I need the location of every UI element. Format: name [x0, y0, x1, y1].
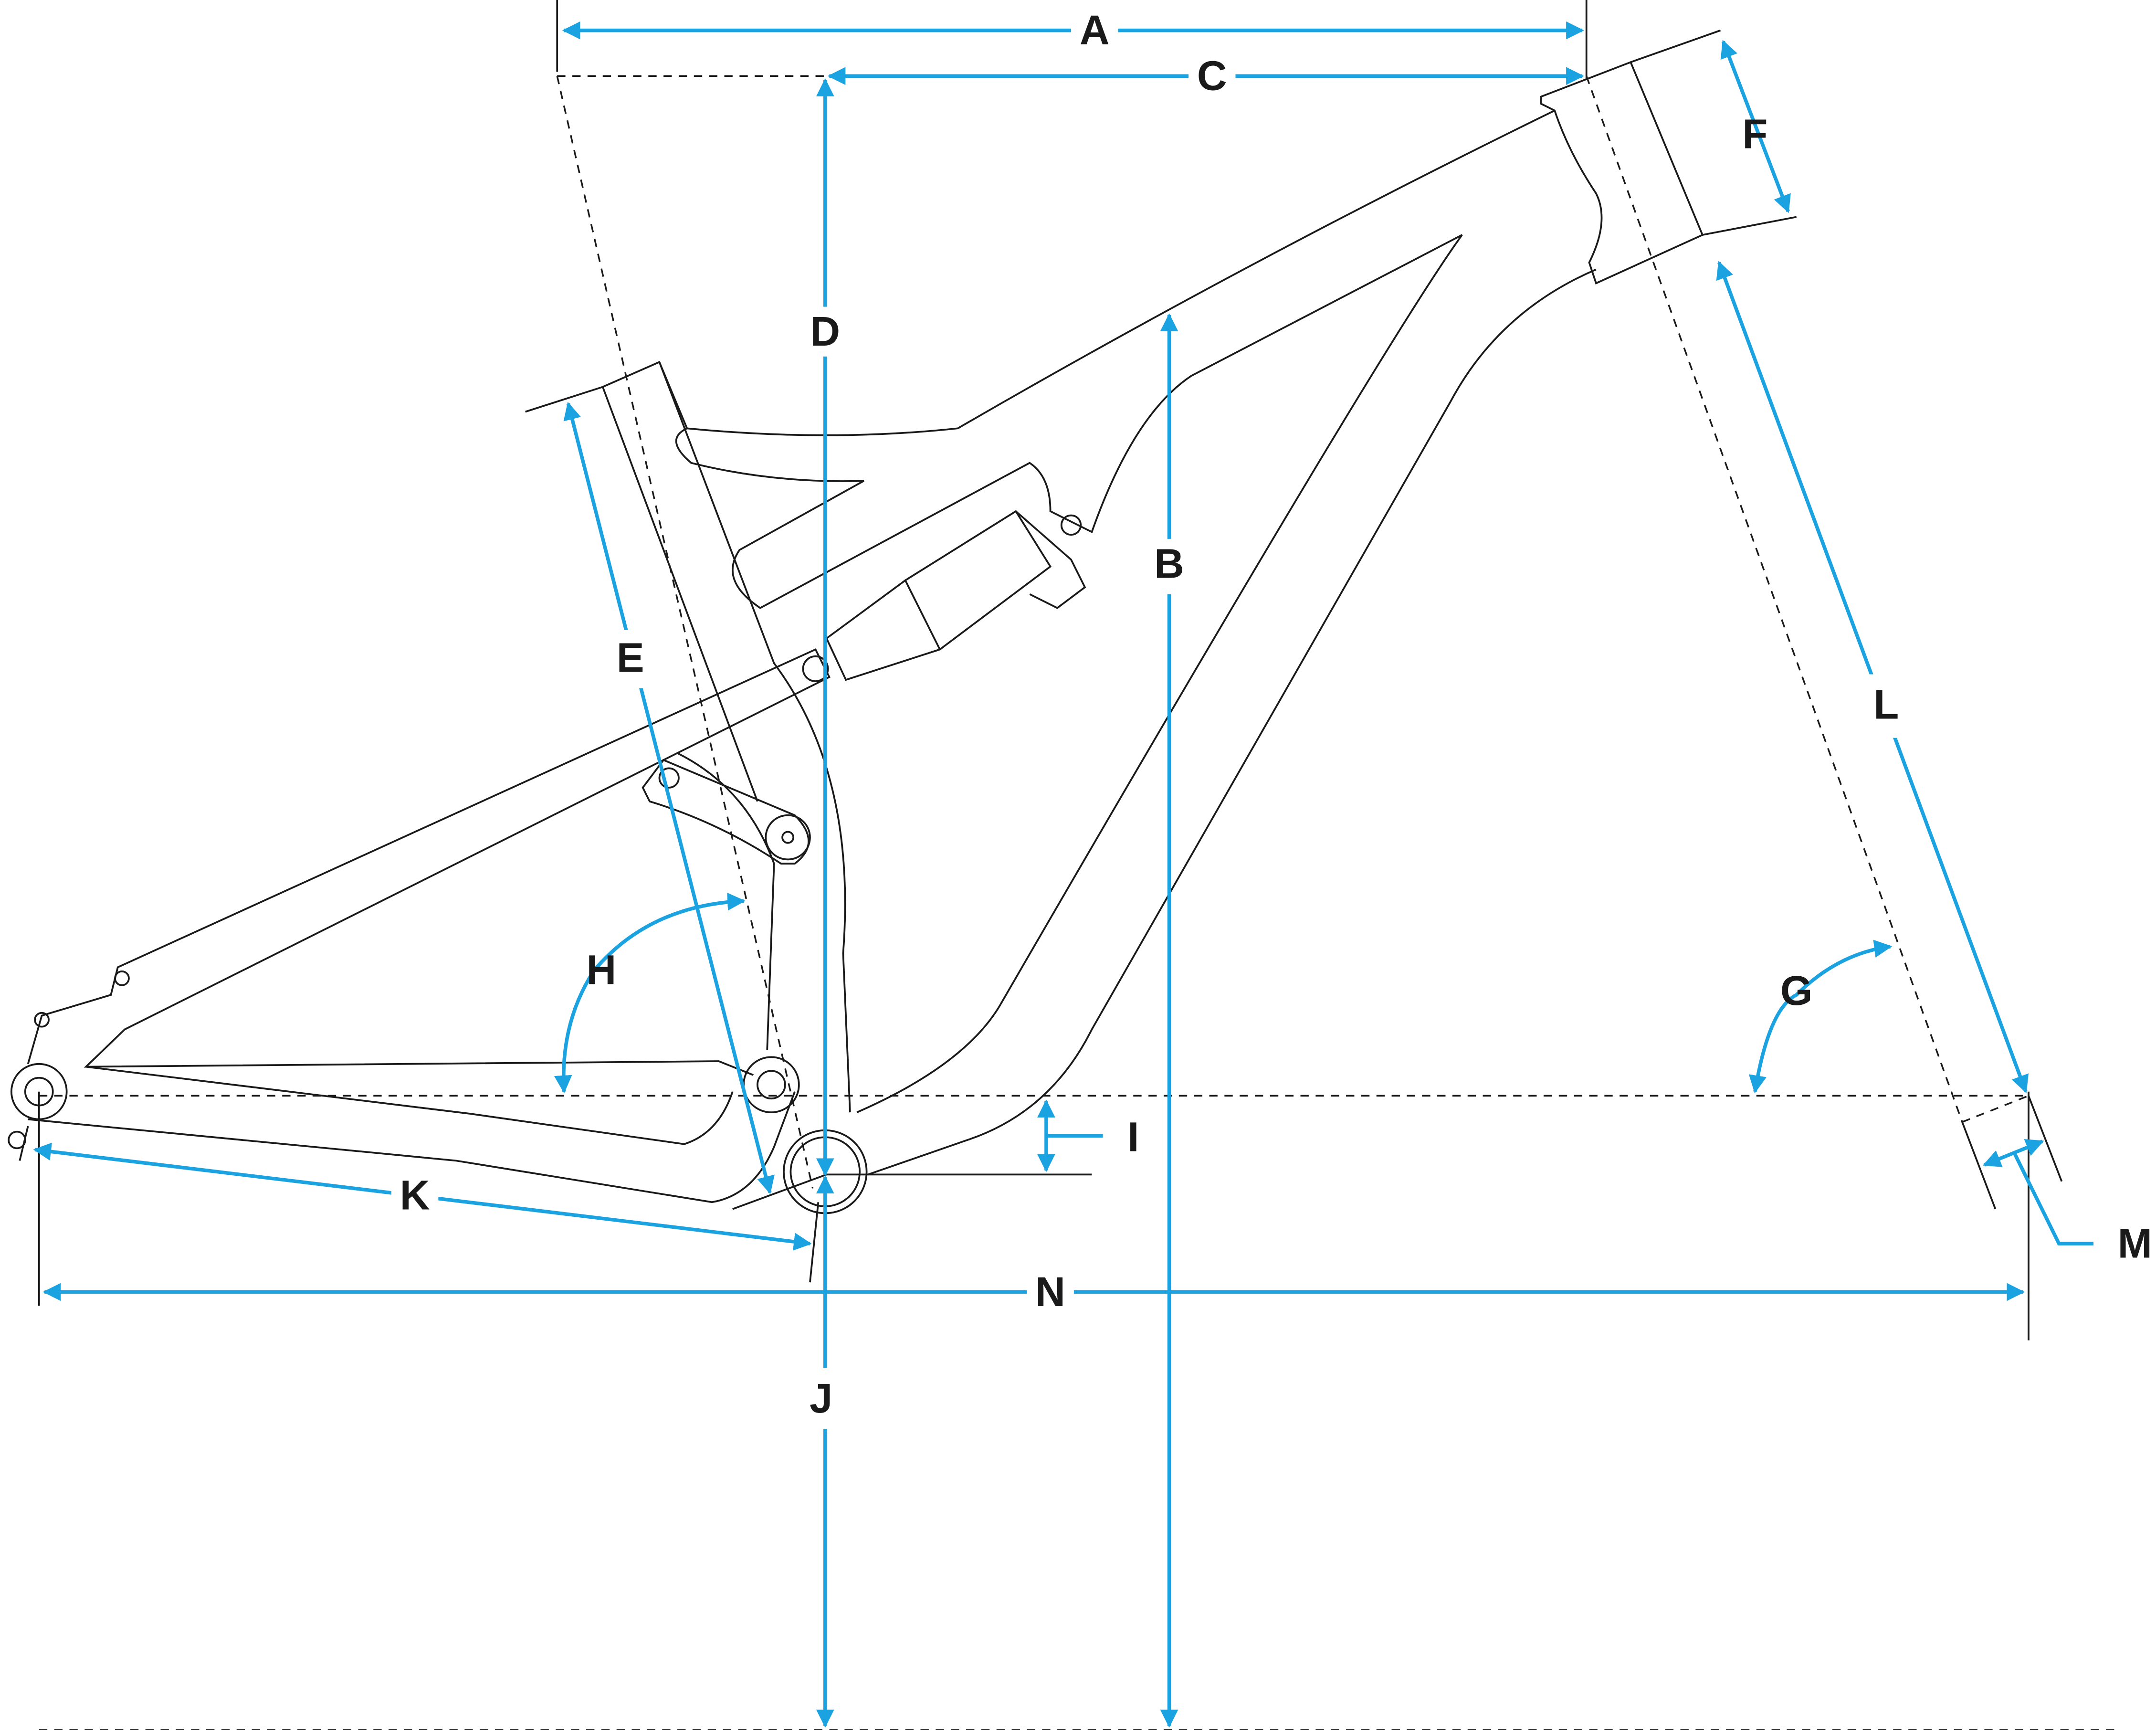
label-I: I: [1127, 1114, 1139, 1160]
reference-lines: [38, 0, 2114, 1730]
label-B: B: [1154, 540, 1184, 587]
rocker-link: [642, 759, 810, 865]
rear-axle: [11, 1063, 68, 1120]
dimensions: [33, 21, 2094, 1728]
label-F: F: [1742, 111, 1767, 157]
dim-G-arc: [1748, 939, 1893, 1094]
label-K: K: [400, 1172, 430, 1218]
label-A: A: [1080, 7, 1110, 53]
main-pivot: [743, 1056, 800, 1114]
label-C: C: [1197, 53, 1227, 99]
label-J: J: [810, 1375, 832, 1422]
dim-F-line: [1720, 40, 1791, 213]
shock: [825, 510, 1086, 681]
head-tube: [1540, 61, 1704, 285]
seat-tube: [602, 360, 851, 1113]
dim-H-arc: [554, 892, 746, 1094]
frame-outline: [8, 61, 1704, 1283]
label-D: D: [810, 308, 840, 355]
dim-E-line: [563, 401, 775, 1194]
label-E: E: [617, 634, 644, 681]
link-pivot: [765, 814, 811, 861]
dimension-labels: A C D B J N K E F L G H I M: [391, 5, 2152, 1429]
down-tube: [867, 268, 1597, 1176]
dim-M-line: [1982, 1139, 2044, 1167]
seat-stay: [27, 648, 831, 1076]
label-G: G: [1780, 968, 1813, 1014]
label-L: L: [1873, 682, 1899, 728]
top-tube: [675, 109, 1555, 1113]
label-H: H: [587, 947, 617, 993]
label-M: M: [2118, 1221, 2152, 1267]
label-N: N: [1035, 1269, 1065, 1315]
